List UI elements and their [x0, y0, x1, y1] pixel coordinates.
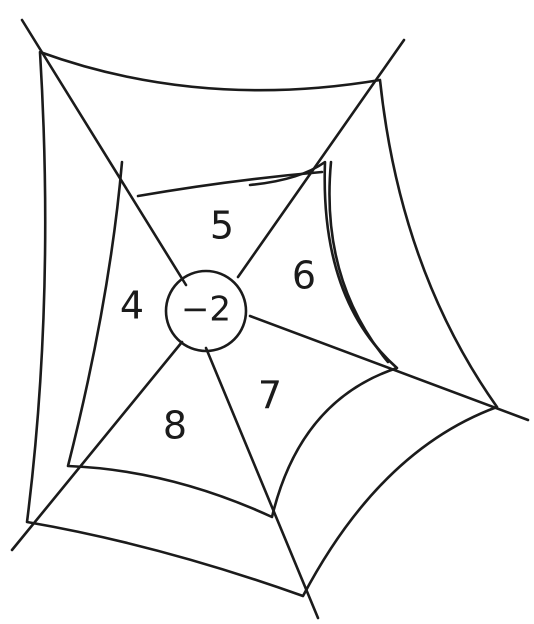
region-bottom-right-value: 7 — [258, 374, 282, 418]
region-bottom-left-value: 8 — [163, 404, 187, 448]
middle-ring-segment — [329, 162, 388, 362]
spoke-bottom-left — [12, 342, 182, 550]
region-top-value: 5 — [210, 204, 234, 248]
spoke-top-right — [238, 40, 404, 277]
center-value: −2 — [181, 290, 231, 330]
region-right-value: 6 — [292, 254, 316, 298]
spoke-right — [250, 316, 528, 420]
spoke-top-left — [22, 20, 186, 285]
outer-ring — [27, 52, 497, 596]
region-left-value: 4 — [120, 284, 144, 328]
inner-ring — [138, 172, 322, 196]
